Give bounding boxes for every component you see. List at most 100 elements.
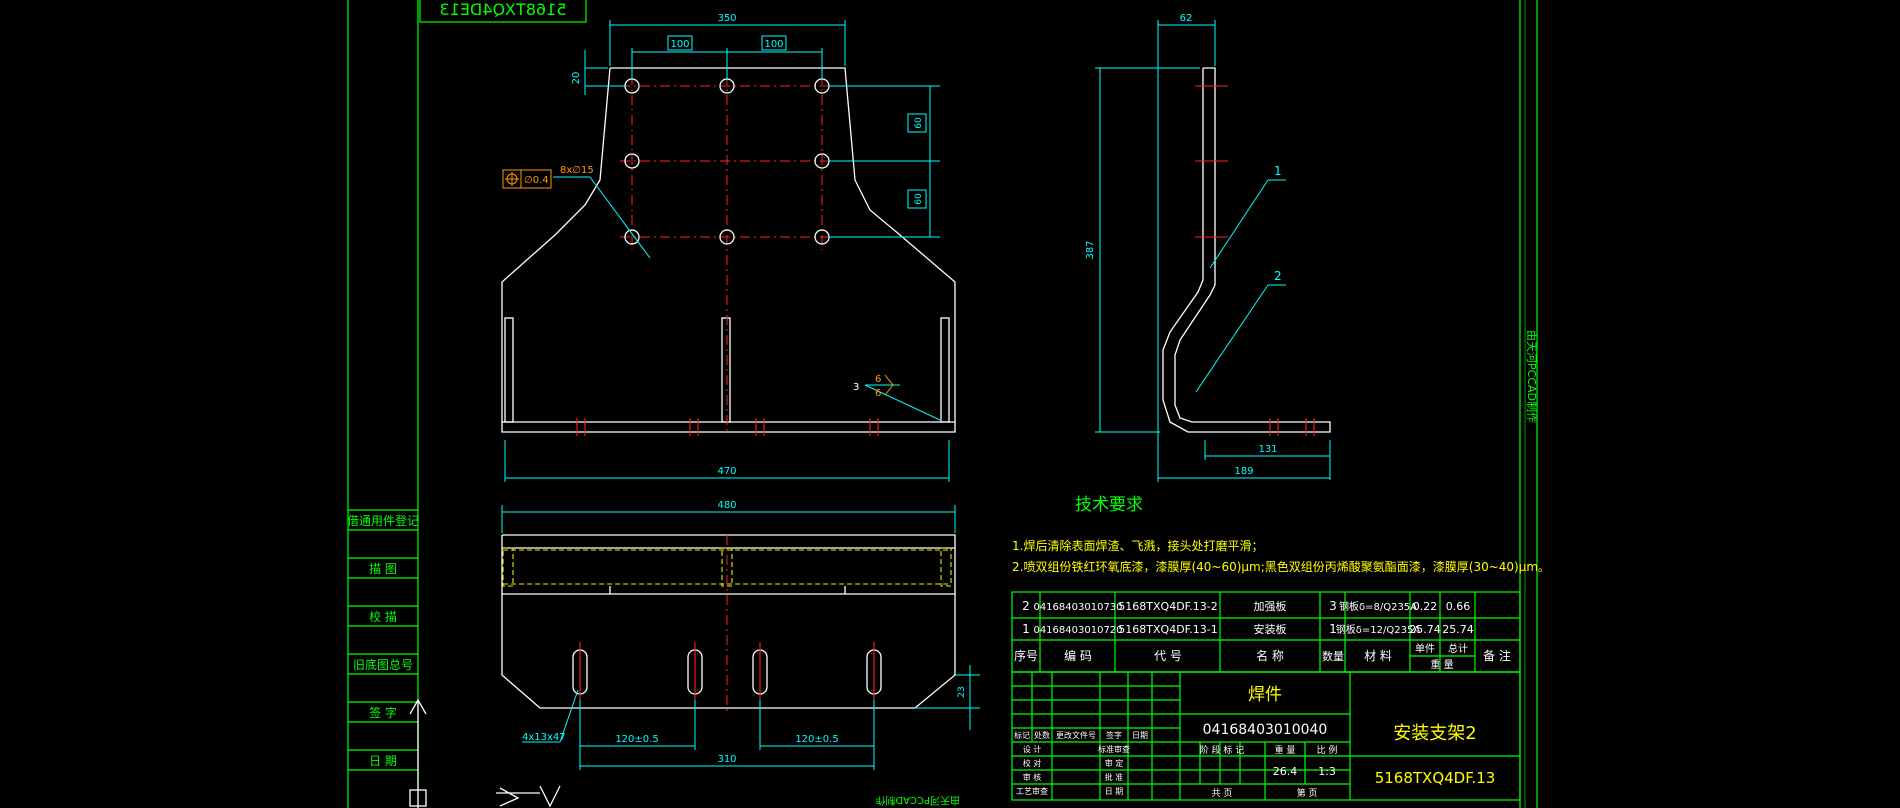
mirrored-stamp: 5168TXQ4DE13	[419, 0, 587, 23]
bom-weight-label: 重 量	[1430, 658, 1453, 671]
bom-table: 2 04168403010730 5168TXQ4DF.13-2 加强板 3 钢…	[1011, 591, 1521, 673]
tech-title: 技术要求	[1075, 495, 1143, 515]
weld-size-1: 6	[875, 374, 881, 385]
bom-h-0: 序号	[1014, 648, 1038, 663]
bom-r0-c0: 2	[1022, 599, 1030, 613]
strip-label-2: 校 描	[369, 609, 397, 624]
strip-label-5: 日 期	[369, 754, 397, 768]
bom-h-3: 名 称	[1256, 648, 1284, 663]
front-view-dimensions: 350 100 100 20 60 60 470 8x∅15 ∅0.4	[502, 13, 950, 482]
dim-left-small: 20	[571, 72, 582, 85]
bottom-view	[501, 534, 956, 715]
bom-r0-c5: 钢板δ=8/Q235A	[1339, 600, 1417, 613]
side-text-right: 由天河PCCAD制作	[1525, 330, 1539, 423]
strip-label-4: 签 字	[369, 705, 397, 720]
svg-text:5168TXQ4DE13: 5168TXQ4DE13	[439, 0, 566, 19]
role2-2: 批 准	[1105, 772, 1124, 782]
role2-3: 日 期	[1105, 787, 1124, 796]
weight-label: 重 量	[1275, 744, 1296, 756]
slot-callout: 4x13x47	[522, 732, 566, 743]
drawing-frame	[347, 0, 1538, 808]
dim-hole-b: 100	[764, 39, 783, 50]
change-h-4: 日期	[1132, 731, 1148, 740]
bom-r1-c3: 安装板	[1254, 622, 1287, 636]
dim-side-bottom: 189	[1234, 466, 1253, 477]
bom-h-8: 备 注	[1483, 648, 1511, 663]
scale-label: 比 例	[1317, 744, 1338, 756]
bom-h-5: 材 料	[1364, 649, 1392, 663]
title-block: 标记 处数 更改文件号 签字 日期 设 计 校 对 审 核 工艺审查 标准审查 …	[1011, 671, 1521, 801]
tech-line-2: 2.喷双组份铁红环氧底漆，漆膜厚(40~60)μm;黑色双组份丙烯酸聚氨酯面漆，…	[1012, 559, 1550, 574]
bom-h-1: 编 码	[1064, 648, 1092, 663]
balloon-1: 1	[1274, 164, 1282, 178]
bom-r1-c4: 1	[1329, 622, 1337, 636]
side-view	[1162, 67, 1331, 436]
role-2: 审 核	[1023, 772, 1042, 782]
bom-r0-c6: 0.22	[1413, 600, 1438, 613]
balloon-2: 2	[1274, 269, 1282, 283]
sheet-no: 第 页	[1297, 787, 1318, 799]
bom-r1-c2: 5168TXQ4DF.13-1	[1118, 623, 1217, 636]
dim-right-b: 60	[914, 193, 924, 205]
role2-1: 审 定	[1105, 758, 1124, 768]
side-view-dimensions: 62 387 131 189 1 2	[1085, 13, 1331, 482]
stage-label: 阶 段 标 记	[1200, 744, 1245, 756]
left-strip-table: 借通用件登记 描 图 校 描 旧底图总号 签 字 日 期	[347, 509, 419, 771]
strip-label-1: 描 图	[369, 562, 397, 576]
front-view	[501, 55, 956, 436]
weld-size-2: 6	[875, 388, 881, 399]
strip-label-3: 旧底图总号	[353, 657, 413, 672]
bottom-view-dimensions: 480 4x13x47 120±0.5 120±0.5 310 23	[501, 500, 980, 770]
change-h-3: 签字	[1106, 730, 1122, 740]
title-code: 04168403010040	[1203, 722, 1328, 738]
title-material: 焊件	[1248, 685, 1282, 705]
dim-bottom-total: 310	[717, 754, 736, 765]
sheet-total: 共 页	[1212, 788, 1233, 799]
bom-r0-c4: 3	[1329, 599, 1337, 613]
hole-callout: 8x∅15	[560, 165, 594, 176]
scale-value: 1:3	[1318, 765, 1336, 778]
dim-front-bottom: 470	[717, 466, 736, 477]
dim-front-top: 350	[717, 13, 736, 24]
bom-h-6: 单件	[1415, 643, 1435, 655]
position-tolerance: ∅0.4	[524, 175, 549, 186]
drawing-number: 5168TXQ4DF.13	[1375, 769, 1496, 787]
dim-slot-b: 120±0.5	[795, 734, 838, 745]
change-h-0: 标记	[1014, 730, 1030, 740]
role-3: 工艺审查	[1016, 786, 1048, 796]
bom-r1-c7: 25.74	[1442, 623, 1474, 636]
dim-side-height: 387	[1085, 240, 1096, 259]
bom-h-4: 数量	[1322, 650, 1344, 663]
bom-h-7: 总计	[1448, 642, 1468, 655]
role2-0: 标准审查	[1098, 744, 1130, 754]
strip-label-0: 借通用件登记	[347, 513, 419, 528]
orientation-marks	[409, 698, 561, 808]
dim-bottom-top: 480	[717, 500, 736, 511]
side-text-bottom: 由天河PCCAD制作	[875, 794, 960, 807]
bom-r0-c3: 加强板	[1254, 599, 1287, 613]
bom-r0-c1: 04168403010730	[1033, 602, 1122, 613]
bom-r0-c7: 0.66	[1446, 600, 1471, 613]
change-h-2: 更改文件号	[1056, 730, 1096, 740]
change-h-1: 处数	[1034, 730, 1050, 740]
dim-right-a: 60	[914, 117, 924, 129]
weld-left-value: 3	[853, 382, 859, 393]
dim-bottom-right: 23	[957, 686, 967, 697]
bom-r0-c2: 5168TXQ4DF.13-2	[1118, 600, 1217, 613]
bom-r1-c0: 1	[1022, 622, 1030, 636]
role-1: 校 对	[1023, 758, 1042, 768]
dim-side-top: 62	[1180, 13, 1193, 24]
bom-r1-c6: 25.74	[1409, 623, 1441, 636]
dim-hole-a: 100	[670, 39, 689, 50]
dim-slot-a: 120±0.5	[615, 734, 658, 745]
weight-value: 26.4	[1273, 765, 1298, 778]
tech-line-1: 1.焊后清除表面焊渣、飞溅，接头处打磨平滑；	[1012, 538, 1263, 553]
bom-r1-c1: 04168403010720	[1033, 625, 1122, 636]
bom-h-2: 代 号	[1154, 649, 1182, 663]
role-0: 设 计	[1023, 744, 1042, 754]
bom-r1-c5: 钢板δ=12/Q235A	[1336, 623, 1421, 636]
tech-requirements: 技术要求 1.焊后清除表面焊渣、飞溅，接头处打磨平滑； 2.喷双组份铁红环氧底漆…	[1012, 495, 1550, 574]
dim-side-inner: 131	[1258, 444, 1277, 455]
part-name: 安装支架2	[1393, 723, 1476, 744]
